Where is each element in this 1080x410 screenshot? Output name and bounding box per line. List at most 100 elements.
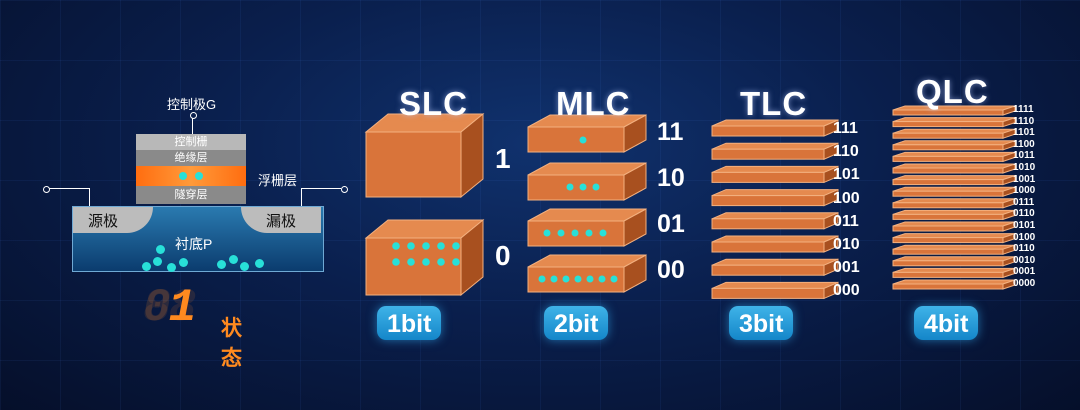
electron xyxy=(217,260,226,269)
source-node xyxy=(43,186,50,193)
electron xyxy=(579,183,587,191)
mlc-code: 10 xyxy=(657,164,685,192)
tlc-slab xyxy=(711,142,839,160)
mlc-box-01 xyxy=(527,208,647,247)
qlc-code: 0110 xyxy=(1013,243,1035,255)
state-text: 状态 xyxy=(221,317,242,370)
electron xyxy=(598,275,606,283)
tlc-slab xyxy=(711,281,839,300)
tlc-code: 100 xyxy=(833,189,860,207)
electron xyxy=(240,262,249,271)
qlc-code: 0001 xyxy=(1013,266,1036,278)
gate-label: 控制极G xyxy=(167,97,217,112)
qlc-code: 1010 xyxy=(1013,162,1036,173)
qlc-slab xyxy=(892,116,1016,128)
qlc-slab xyxy=(892,151,1016,163)
electron xyxy=(437,242,445,250)
electron xyxy=(229,255,238,264)
source-wire-drop xyxy=(89,188,90,206)
qlc-slab xyxy=(892,209,1016,221)
drain-node xyxy=(341,186,348,193)
electron xyxy=(562,275,570,283)
source-label: 源极 xyxy=(88,213,119,230)
drain-wire-drop xyxy=(301,188,302,206)
qlc-slab xyxy=(892,128,1016,139)
floating-gate-layer xyxy=(136,166,246,186)
tlc-code: 010 xyxy=(833,236,860,253)
electron xyxy=(167,263,176,272)
qlc-code: 1100 xyxy=(1013,138,1035,150)
state-digits: 01 xyxy=(143,282,197,334)
tlc-code: 111 xyxy=(833,120,858,137)
electron xyxy=(452,242,460,250)
electron xyxy=(538,275,546,283)
trapped-electron xyxy=(179,172,187,180)
qlc-code: 0100 xyxy=(1013,231,1036,243)
tlc-code: 011 xyxy=(833,212,859,230)
electron xyxy=(422,242,430,250)
drain-label: 漏极 xyxy=(266,213,297,230)
electron xyxy=(571,229,579,237)
qlc-code: 1001 xyxy=(1013,173,1036,185)
mlc-box-00 xyxy=(527,254,647,293)
tlc-slab xyxy=(711,165,839,184)
qlc-bit-badge: 4bit xyxy=(914,306,979,340)
electron xyxy=(153,257,162,266)
qlc-code: 0101 xyxy=(1013,220,1036,231)
qlc-slab xyxy=(892,163,1016,174)
qlc-code: 0000 xyxy=(1013,278,1036,289)
mlc-code: 00 xyxy=(657,256,685,284)
electron xyxy=(579,136,587,144)
qlc-code: 1011 xyxy=(1013,150,1035,162)
electron xyxy=(156,245,165,254)
electron xyxy=(392,258,400,266)
qlc-code: 0111 xyxy=(1013,196,1035,208)
slc-bit-badge: 1bit xyxy=(377,306,442,340)
qlc-code: 1000 xyxy=(1013,185,1036,197)
electron xyxy=(550,275,558,283)
floating-gate-label: 浮栅层 xyxy=(258,173,298,188)
qlc-slab xyxy=(892,140,1016,151)
electron xyxy=(437,258,445,266)
qlc-slab xyxy=(892,256,1016,267)
mlc-bit-badge: 2bit xyxy=(544,306,609,340)
electron xyxy=(599,229,607,237)
tunnel-layer: 隧穿层 xyxy=(136,186,246,204)
electron xyxy=(557,229,565,237)
insulator-layer: 绝缘层 xyxy=(136,150,246,166)
electron xyxy=(585,229,593,237)
qlc-slab xyxy=(892,186,1016,197)
qlc-slab xyxy=(892,105,1016,116)
source-region xyxy=(73,207,153,233)
qlc-code: 1110 xyxy=(1013,115,1035,127)
electron xyxy=(407,258,415,266)
qlc-slab xyxy=(892,244,1016,255)
tlc-code: 000 xyxy=(833,282,860,300)
tlc-title: TLC xyxy=(740,85,808,122)
state-digit-active: 1 xyxy=(168,282,197,334)
electron xyxy=(407,242,415,250)
source-wire xyxy=(49,188,89,189)
mlc-code: 11 xyxy=(657,118,684,146)
tlc-code: 001 xyxy=(833,259,860,277)
state-digit-inactive: 0 xyxy=(143,282,171,334)
electron xyxy=(592,183,600,191)
qlc-slab xyxy=(892,267,1016,279)
mlc-box-11 xyxy=(527,114,647,153)
tlc-code: 110 xyxy=(833,143,859,161)
qlc-slab xyxy=(892,279,1016,290)
tlc-slab xyxy=(711,188,839,207)
electron xyxy=(179,258,188,267)
drain-wire xyxy=(301,188,341,189)
qlc-code: 1101 xyxy=(1013,127,1035,139)
electron xyxy=(543,229,551,237)
mlc-box-10 xyxy=(527,162,647,201)
slc-title: SLC xyxy=(399,85,468,122)
tlc-code: 101 xyxy=(833,166,860,184)
state-digits-ghost: 88 xyxy=(143,282,196,334)
electron xyxy=(142,262,151,271)
qlc-code: 1111 xyxy=(1013,104,1034,115)
qlc-slab xyxy=(892,174,1016,186)
drain-region xyxy=(241,207,321,233)
